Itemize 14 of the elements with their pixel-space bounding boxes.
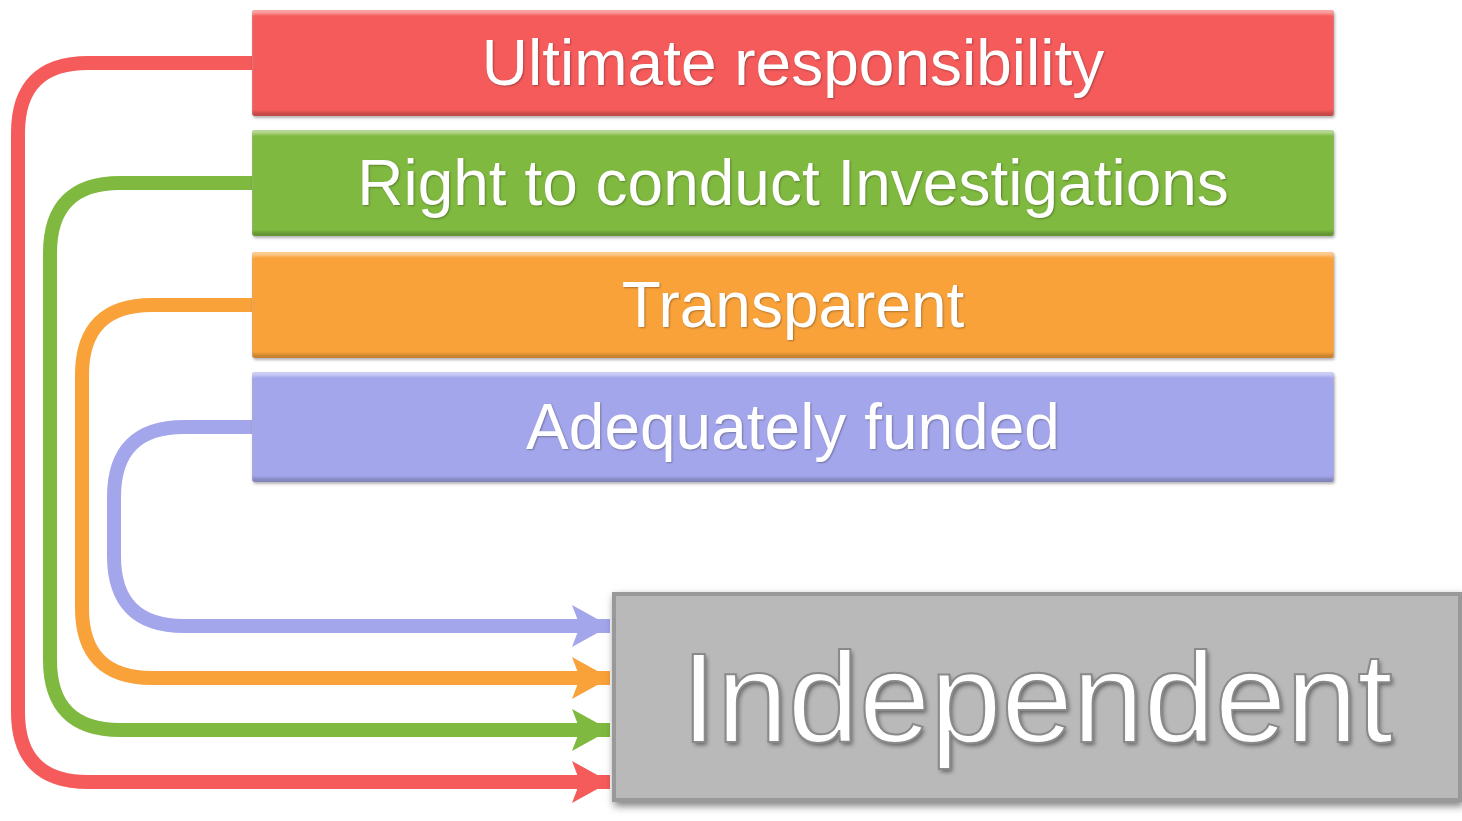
curved-arrow bbox=[11, 56, 610, 803]
criterion-bar bbox=[252, 130, 1334, 236]
bar-label: Ultimate responsibility bbox=[481, 26, 1105, 100]
criterion-bar bbox=[252, 252, 1334, 358]
curved-arrow bbox=[107, 420, 610, 647]
bar-label: Transparent bbox=[621, 268, 965, 342]
bar-label: Right to conduct Investigations bbox=[357, 146, 1229, 220]
bar-label: Adequately funded bbox=[526, 390, 1060, 464]
curved-arrow bbox=[43, 176, 610, 751]
criterion-bar bbox=[252, 372, 1334, 482]
panel-title: Independent bbox=[681, 624, 1393, 771]
result-panel bbox=[612, 592, 1462, 802]
criterion-bar bbox=[252, 10, 1334, 116]
curved-arrow bbox=[75, 298, 610, 699]
